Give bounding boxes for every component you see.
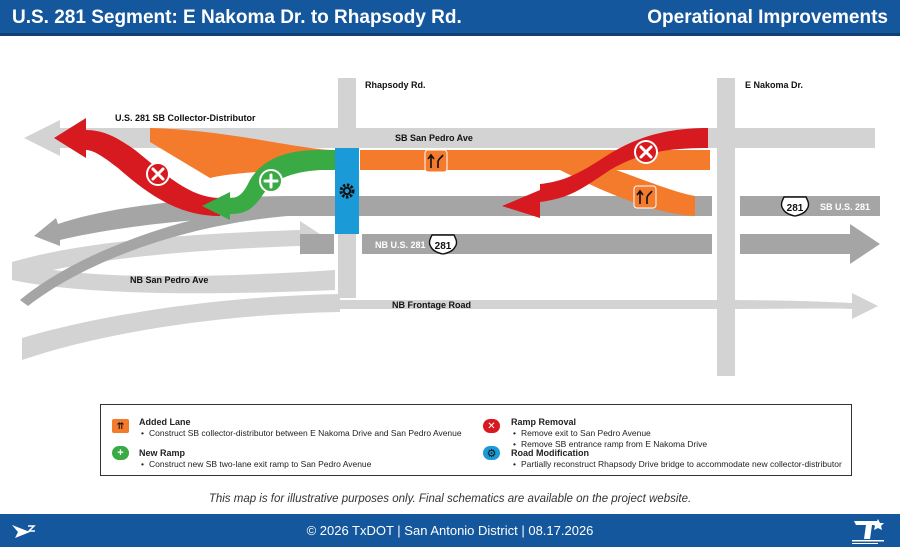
label-nakoma: E Nakoma Dr. [745, 80, 803, 90]
us-281-shield-sb: 281 [780, 196, 810, 217]
label-collector: U.S. 281 SB Collector-Distributor [115, 113, 256, 123]
ramp-removal-marker-east [634, 140, 658, 164]
legend-added-lane-item: Construct SB collector-distributor betwe… [141, 428, 462, 439]
label-nb-frontage: NB Frontage Road [392, 300, 471, 310]
label-nb-san-pedro: NB San Pedro Ave [130, 275, 208, 285]
added-lane-marker-mid [424, 149, 448, 173]
road-nakoma [717, 78, 735, 376]
legend-road-modification-title: Road Modification [511, 448, 589, 458]
disclaimer: This map is for illustrative purposes on… [208, 493, 692, 505]
road-nb-281-west [300, 234, 334, 254]
legend-ramp-removal-icon: ✕ [483, 419, 500, 433]
new-ramp-marker [259, 169, 283, 193]
legend-new-ramp-title: New Ramp [139, 448, 186, 458]
legend-ramp-removal: Ramp Removal Remove exit to San Pedro Av… [511, 417, 707, 450]
shield-number-sb: 281 [787, 203, 804, 214]
road-nb-frontage-tail [22, 294, 340, 360]
road-sb-281-east [740, 196, 880, 216]
footer-bar: © 2026 TxDOT | San Antonio District | 08… [0, 514, 900, 547]
label-nb-281: NB U.S. 281 [375, 240, 426, 250]
ramp-removal-west [54, 118, 220, 216]
legend-new-ramp-item: Construct new SB two-lane exit ramp to S… [141, 459, 371, 470]
legend-road-modification-icon: ⚙ [483, 446, 500, 460]
legend-ramp-removal-item: Remove SB entrance ramp from E Nakoma Dr… [513, 439, 707, 450]
legend-ramp-removal-item: Remove exit to San Pedro Avenue [513, 428, 707, 439]
page-title: U.S. 281 Segment: E Nakoma Dr. to Rhapso… [12, 7, 462, 28]
txdot-logo-icon [852, 519, 884, 544]
map-legend: ⇈ Added Lane Construct SB collector-dist… [100, 404, 852, 476]
road-modification-marker [335, 179, 359, 203]
road-nb-san-pedro-ramp [12, 221, 326, 280]
header-bar: U.S. 281 Segment: E Nakoma Dr. to Rhapso… [0, 0, 900, 36]
project-map: 281 281 Rhapsody Rd. E Nakoma Dr. U.S. 2… [12, 78, 880, 376]
footer-text: © 2026 TxDOT | San Antonio District | 08… [306, 523, 594, 538]
label-sb-san-pedro: SB San Pedro Ave [395, 133, 473, 143]
page-subtitle: Operational Improvements [647, 7, 888, 28]
road-nb-281-east [740, 224, 880, 264]
label-rhapsody: Rhapsody Rd. [365, 80, 426, 90]
ramp-removal-marker-west [146, 162, 170, 186]
legend-road-modification: Road Modification Partially reconstruct … [511, 448, 842, 470]
road-sb-281-branch [20, 200, 320, 306]
us-281-shield-nb: 281 [428, 234, 458, 255]
legend-new-ramp: New Ramp Construct new SB two-lane exit … [139, 448, 371, 470]
footer-left-logo-icon [12, 525, 36, 538]
legend-added-lane: Added Lane Construct SB collector-distri… [139, 417, 462, 439]
legend-added-lane-title: Added Lane [139, 417, 191, 427]
legend-ramp-removal-title: Ramp Removal [511, 417, 577, 427]
legend-added-lane-icon: ⇈ [112, 419, 129, 433]
label-sb-281: SB U.S. 281 [820, 202, 870, 212]
legend-road-modification-item: Partially reconstruct Rhapsody Drive bri… [513, 459, 842, 470]
added-lane-marker-east [633, 185, 657, 209]
legend-new-ramp-icon: + [112, 446, 129, 460]
road-nb-san-pedro [12, 262, 335, 294]
shield-number-nb: 281 [435, 241, 452, 252]
